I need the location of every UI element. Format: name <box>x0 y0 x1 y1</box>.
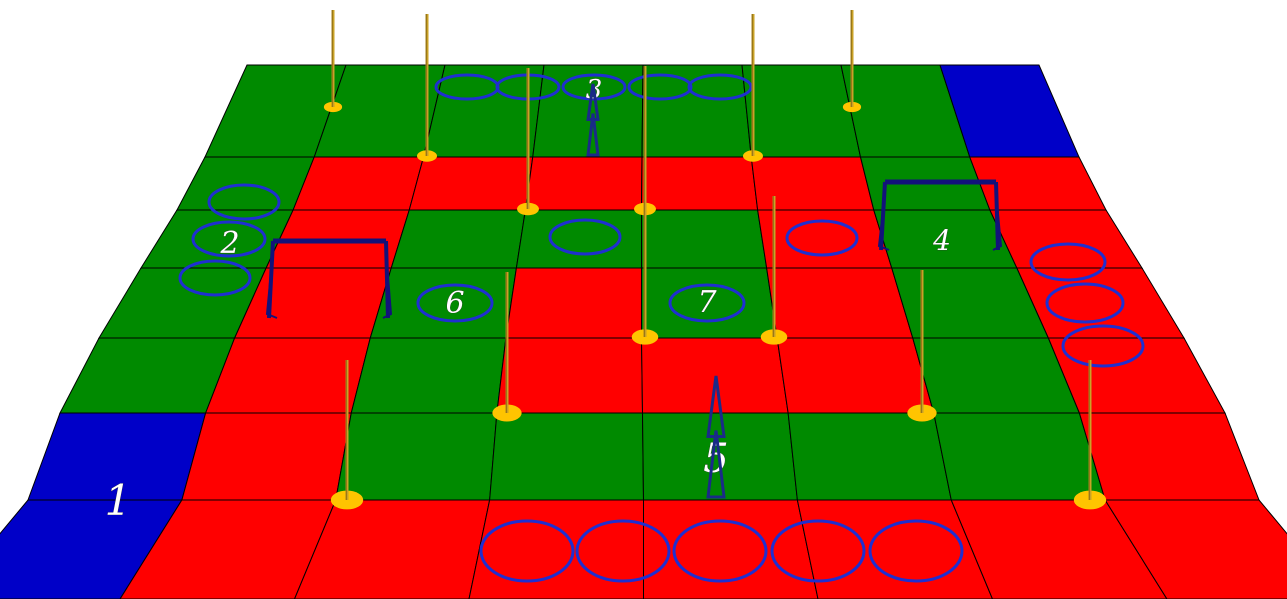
board-cell <box>767 268 913 338</box>
board-cell <box>751 157 874 210</box>
board-cell <box>788 413 951 500</box>
board-cell <box>642 210 767 268</box>
board-cell <box>409 157 533 210</box>
board-cell <box>469 500 643 599</box>
board-cell <box>516 210 641 268</box>
board-cell <box>934 413 1105 500</box>
board-cell <box>293 157 423 210</box>
board-cell <box>642 338 789 413</box>
board-cell <box>525 157 642 210</box>
board-cell <box>777 338 934 413</box>
board-cell <box>336 413 497 500</box>
board-cell <box>391 210 525 268</box>
board-cell <box>60 338 235 413</box>
board-cell <box>182 413 351 500</box>
board-cell <box>370 268 516 338</box>
board-cell <box>351 338 506 413</box>
station-label-2: 2 <box>219 226 239 261</box>
board-cell <box>506 268 642 338</box>
board-cell <box>642 157 758 210</box>
board-cell <box>742 65 861 157</box>
board-cell <box>1048 338 1225 413</box>
station-label-7: 7 <box>697 285 717 320</box>
board-cell <box>1079 413 1259 500</box>
station-label-4: 4 <box>932 224 951 257</box>
board-cell <box>758 210 892 268</box>
board-cell <box>990 210 1142 268</box>
station-label-6: 6 <box>445 286 464 321</box>
board-cell <box>490 413 644 500</box>
board-cell <box>177 157 314 210</box>
station-label-1: 1 <box>105 476 132 525</box>
board-cell <box>497 338 643 413</box>
